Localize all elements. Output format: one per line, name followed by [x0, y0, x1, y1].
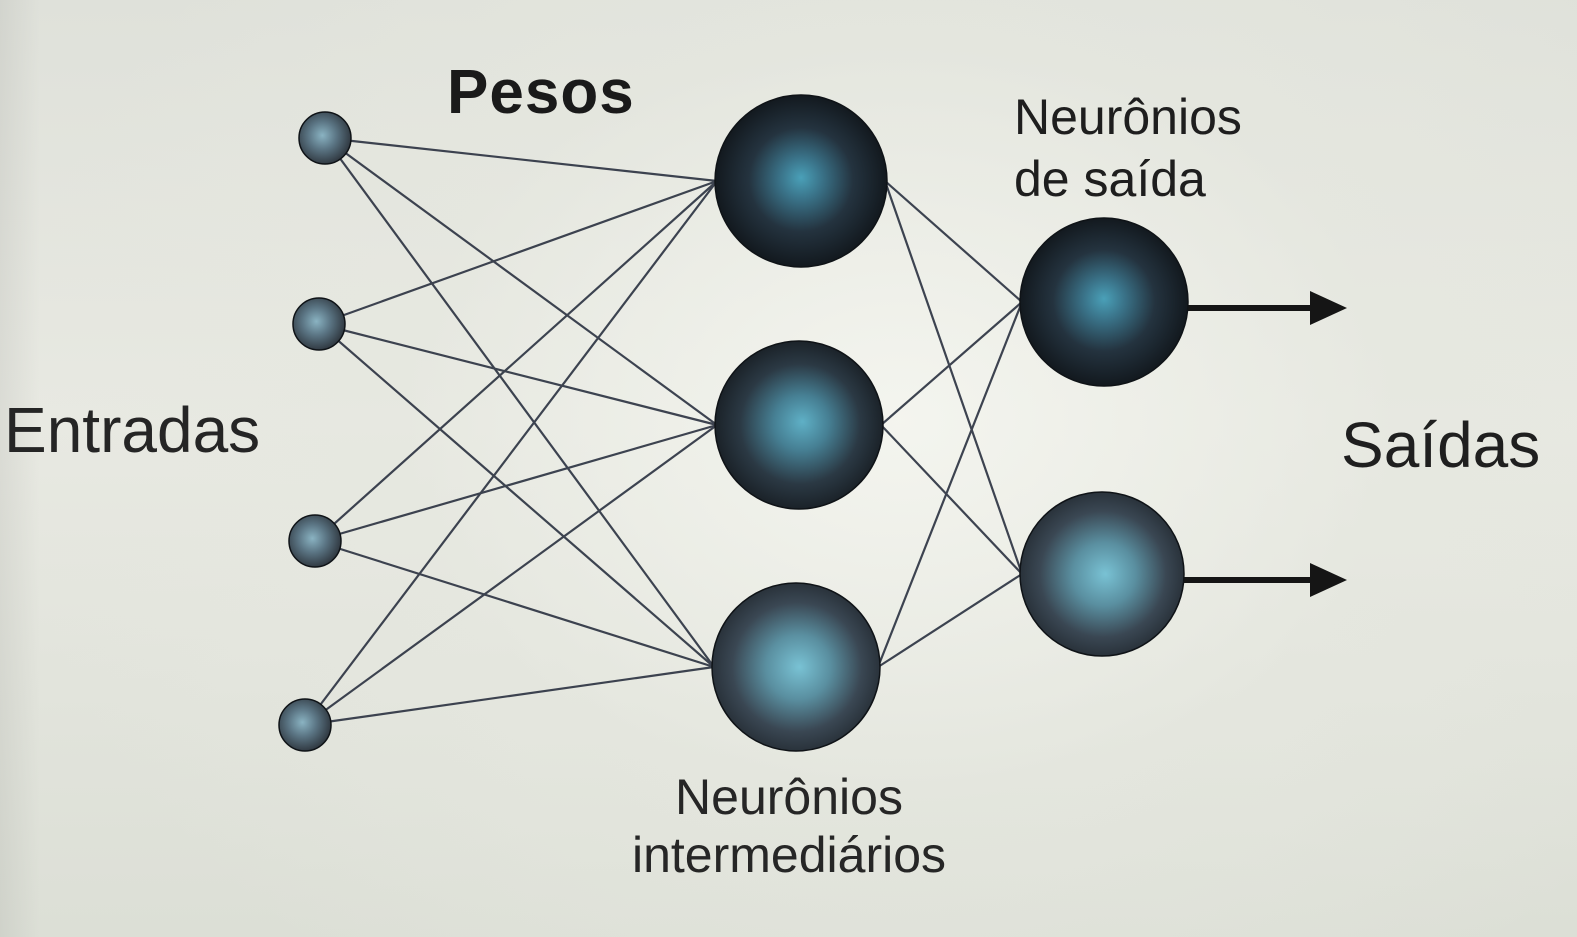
arrow-right-icon	[1310, 563, 1347, 597]
input-neuron-3	[288, 514, 342, 568]
input-neuron-2	[292, 297, 346, 351]
connection-input-4-hidden-2	[304, 424, 718, 726]
hidden-neuron-2	[714, 340, 884, 510]
input-neuron-4	[278, 698, 332, 752]
arrow-right-icon	[1310, 291, 1347, 325]
output-neurons-label-line-2: de saída	[1014, 151, 1206, 207]
connection-hidden-1-output-1	[884, 180, 1023, 303]
connection-input-4-hidden-3	[304, 665, 715, 727]
weights-label: Pesos	[447, 58, 635, 127]
output-arrows	[1180, 291, 1347, 597]
connection-input-3-hidden-1	[314, 180, 718, 542]
connection-input-2-hidden-3	[318, 323, 715, 668]
connection-input-2-hidden-1	[318, 179, 718, 326]
connection-input-4-hidden-1	[304, 180, 718, 726]
outputs-label: Saídas	[1341, 409, 1541, 481]
output-neuron-2	[1019, 491, 1185, 657]
connection-hidden-3-output-2	[877, 573, 1023, 668]
connection-input-1-hidden-1	[324, 136, 718, 183]
output-neurons-label-line-1: Neurônios	[1014, 89, 1242, 145]
hidden-neuron-1	[714, 94, 888, 268]
connection-input-2-hidden-2	[318, 322, 718, 427]
connection-input-3-hidden-3	[314, 539, 715, 669]
output-neurons-label: Neurônios de saída	[1014, 86, 1242, 210]
input-neuron-1	[298, 111, 352, 165]
connection-input-1-hidden-3	[324, 137, 715, 668]
connection-lines	[304, 136, 1024, 727]
connection-hidden-2-output-2	[880, 424, 1023, 575]
hidden-neurons-label: Neurônios intermediários	[632, 768, 946, 884]
output-neuron-1	[1019, 217, 1189, 387]
connection-hidden-1-output-2	[883, 180, 1024, 575]
connection-input-1-hidden-2	[324, 137, 718, 426]
hidden-neurons-label-line-2: intermediários	[632, 827, 947, 883]
connection-hidden-2-output-1	[880, 301, 1023, 426]
connection-hidden-3-output-1	[876, 301, 1024, 668]
hidden-neurons-label-line-1: Neurônios	[675, 769, 903, 825]
hidden-neuron-3	[711, 582, 881, 752]
connection-input-3-hidden-2	[314, 423, 718, 543]
neurons	[278, 94, 1189, 752]
inputs-label: Entradas	[4, 394, 261, 466]
